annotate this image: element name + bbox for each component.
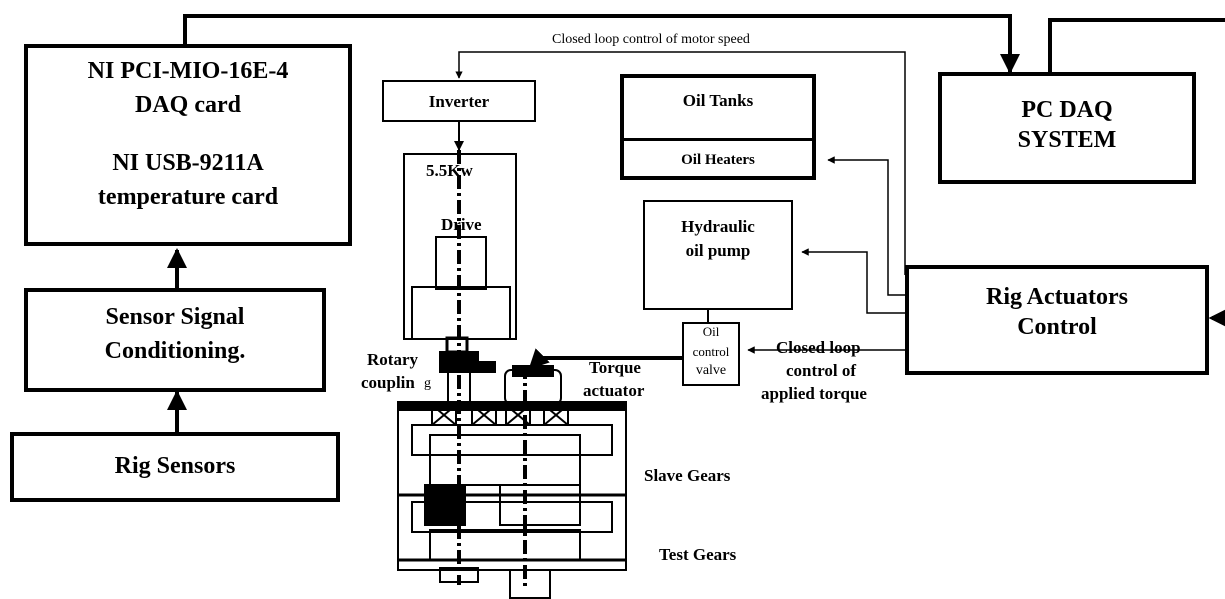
hydraulic-pump-block (643, 200, 793, 310)
gearbox-drawing (397, 150, 627, 599)
daq-card-line3: NI USB-9211A (112, 150, 264, 176)
signal-conditioning-block (24, 288, 326, 392)
torque-loop-label-3: applied torque (761, 384, 867, 403)
rotary-coupling-label-1: Rotary (367, 350, 418, 369)
pc-to-actuators-connector (1048, 18, 1225, 80)
daq-card-line2: DAQ card (135, 92, 241, 118)
oil-valve-line3: valve (695, 363, 727, 378)
daq-card-block (24, 44, 352, 246)
rig-sensors-label: Rig Sensors (114, 453, 236, 479)
daq-card-line1: NI PCI-MIO-16E-4 (87, 58, 289, 84)
actuators-to-heaters-line (827, 156, 905, 296)
motor-speed-loop-label: Closed loop control of motor speed (552, 32, 750, 47)
daq-card-line4: temperature card (97, 184, 279, 210)
daq-to-pc-connector (183, 14, 1020, 74)
actuators-to-pump-line (801, 248, 905, 314)
oil-tanks-block (620, 74, 816, 180)
torque-actuator-label-1: Torque (589, 358, 641, 377)
rig-actuators-line1: Rig Actuators (986, 284, 1128, 310)
rotary-coupling-label-3: g (424, 376, 431, 391)
rig-actuators-control-block (905, 265, 1209, 375)
rig-sensors-block (10, 432, 340, 502)
pc-daq-line1: PC DAQ (1021, 97, 1113, 123)
slave-gears-label: Slave Gears (644, 466, 731, 485)
torque-loop-label-2: control of (786, 361, 857, 380)
signal-conditioning-line1: Sensor Signal (105, 304, 245, 330)
torque-loop-label-1: Closed loop (776, 338, 861, 357)
oil-tanks-label: Oil Tanks (682, 91, 754, 110)
pc-daq-line2: SYSTEM (1017, 127, 1117, 153)
pc-daq-system-block (938, 72, 1196, 184)
oil-valve-line2: control (692, 344, 730, 359)
hydraulic-pump-line2: oil pump (685, 241, 751, 260)
hydraulic-pump-line1: Hydraulic (681, 217, 755, 236)
motor-speed-loop-line (455, 51, 906, 275)
inverter-block (382, 80, 536, 122)
signal-conditioning-line2: Conditioning. (104, 338, 246, 364)
test-gears-label: Test Gears (659, 545, 737, 564)
torque-actuator-label-2: actuator (583, 381, 645, 400)
inverter-label: Inverter (428, 92, 490, 111)
oil-control-valve-block (682, 322, 740, 386)
motor-drive-label: Drive (441, 215, 482, 234)
valve-to-actuator-line (528, 348, 682, 370)
oil-heaters-label: Oil Heaters (681, 152, 755, 168)
oil-valve-line1: Oil (702, 324, 720, 339)
rotary-coupling-label-2: couplin (361, 373, 415, 392)
oil-tanks-divider (620, 138, 816, 141)
rig-actuators-line2: Control (1017, 314, 1097, 340)
motor-block (403, 153, 517, 340)
motor-power-label: 5.5Kw (426, 161, 473, 180)
